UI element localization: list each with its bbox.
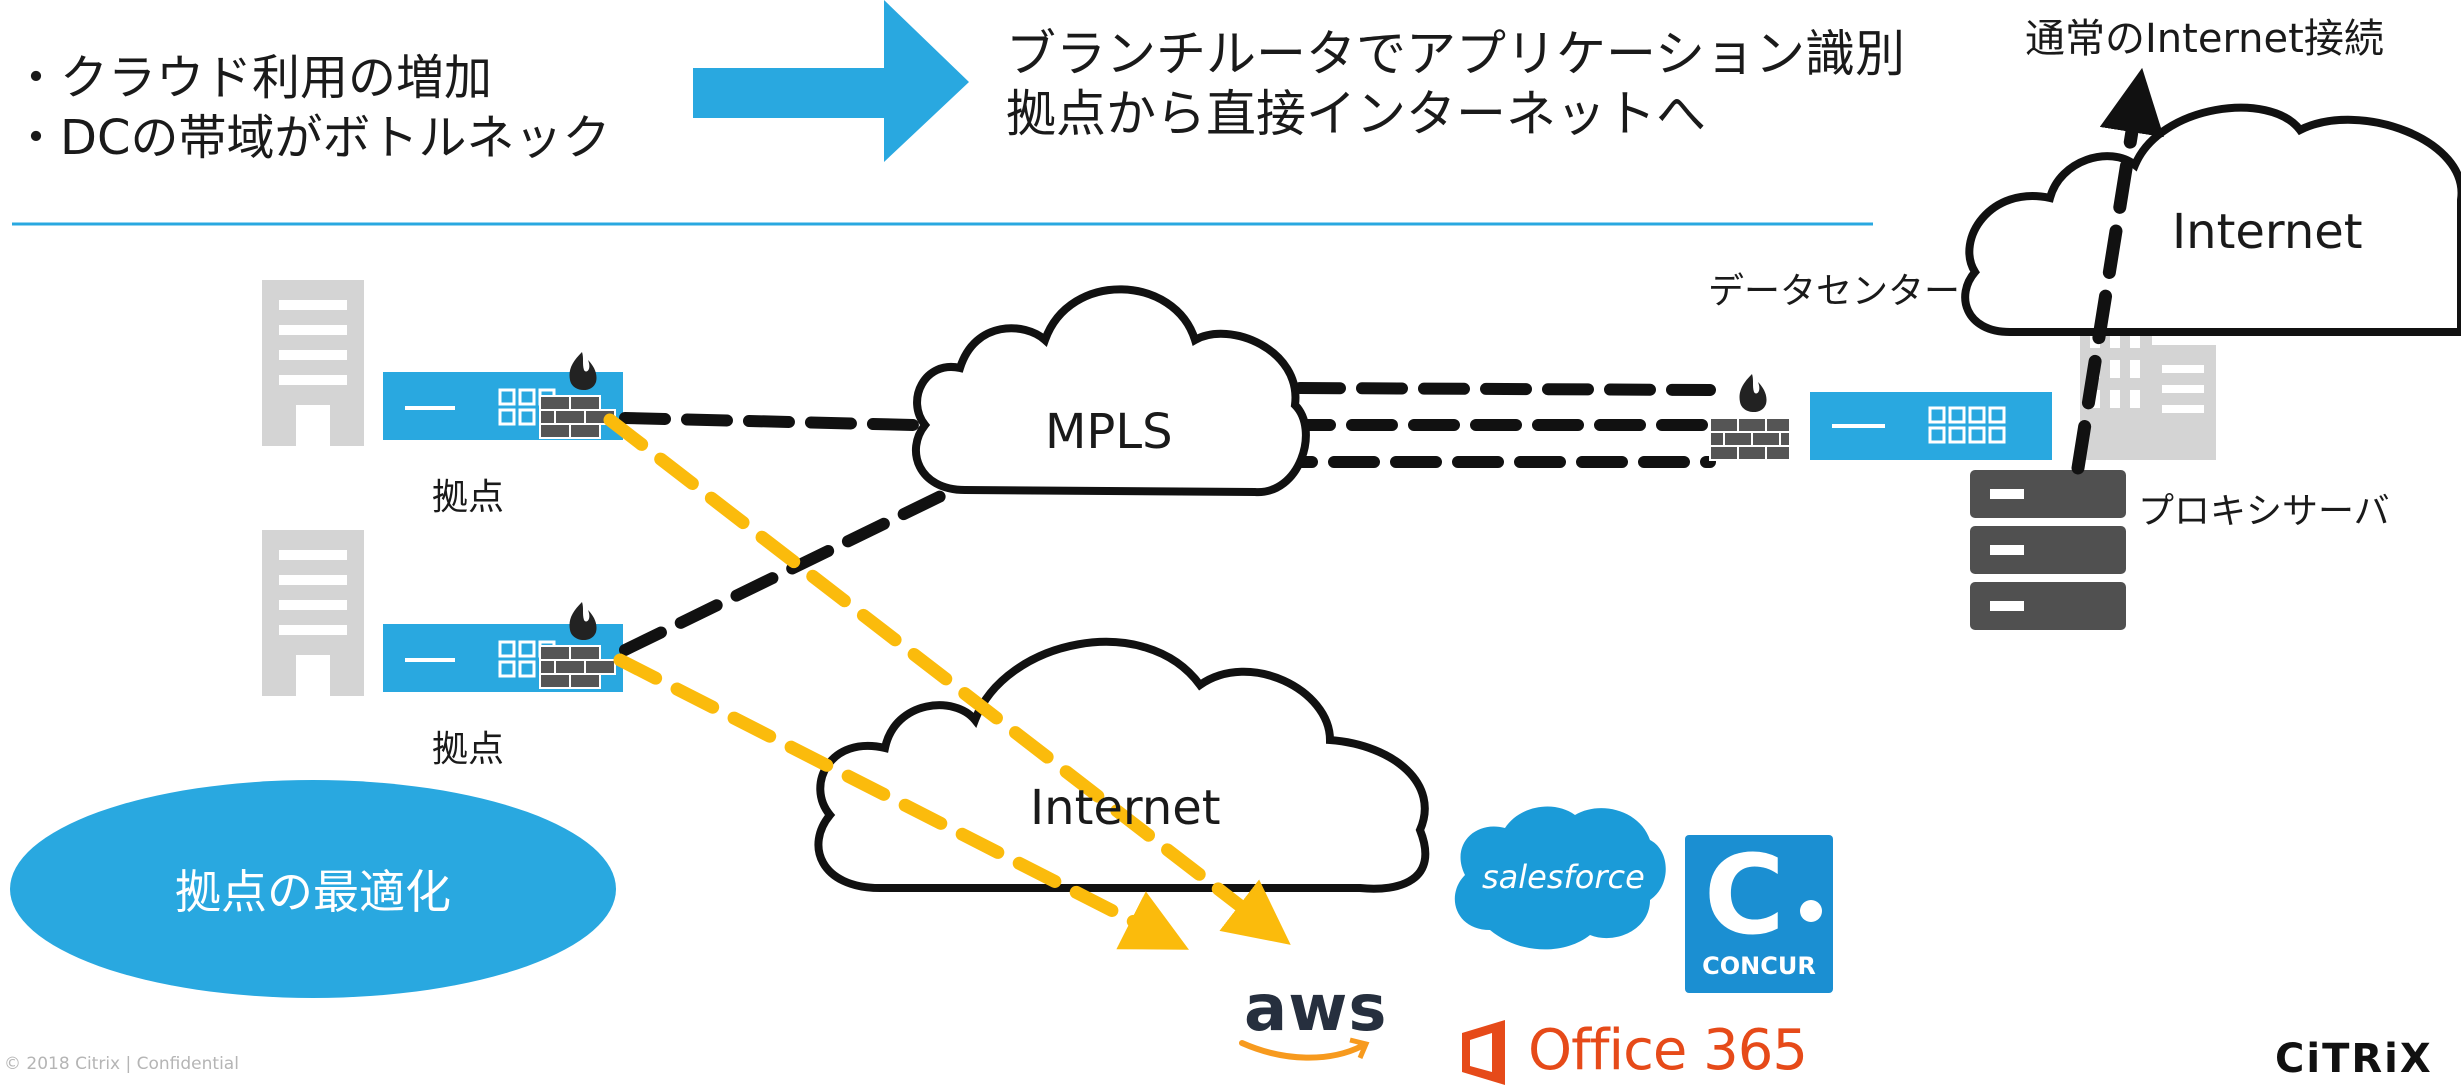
salesforce-logo-text: salesforce (1482, 858, 1645, 896)
mpls-cloud (912, 285, 1310, 497)
concur-logo (1685, 835, 1833, 993)
citrix-logo: CiTRiX (2275, 1036, 2433, 1082)
proxy-server-icon (1970, 470, 2126, 630)
concur-logo-text: CONCUR (1702, 952, 1816, 980)
aws-logo-text: aws (1244, 972, 1388, 1046)
concur-logo-letter: C (1704, 831, 1785, 959)
internet-bottom-label: Internet (1030, 780, 1221, 836)
bullet-dc-bottleneck: ・DCの帯域がボトルネック (12, 110, 611, 166)
datacenter-firewall-icon (1709, 374, 1791, 461)
branch-label-1: 拠点 (432, 477, 505, 518)
office-logo-mark (1462, 1020, 1505, 1085)
firewall-icon-2 (539, 602, 616, 689)
salesforce-logo-cloud (1454, 806, 1666, 950)
headline-line-2: 拠点から直接インターネットへ (1006, 85, 1706, 143)
mpls-label: MPLS (1045, 404, 1173, 460)
normal-internet-label: 通常のInternet接続 (2025, 16, 2384, 62)
building-icon-1 (262, 280, 364, 446)
office365-logo-text: Office 365 (1528, 1018, 1808, 1083)
datacenter-router (1810, 392, 2052, 460)
branch-optimization-ellipse: 拠点の最適化 (10, 780, 616, 998)
concur-logo-dot (1800, 900, 1822, 922)
internet-direct-arrow (2071, 67, 2164, 475)
datacenter-label: データセンター (1708, 271, 1961, 312)
branch-label-2: 拠点 (432, 729, 505, 770)
headline-line-1: ブランチルータでアプリケーション識別 (1006, 25, 1905, 83)
internet-top-label: Internet (2172, 204, 2363, 260)
big-arrow-shape (693, 0, 969, 162)
aws-logo-smile (1239, 1040, 1365, 1061)
building-icon-2 (262, 530, 364, 696)
bullet-cloud-usage: ・クラウド利用の増加 (12, 50, 493, 106)
internet-cloud-bottom (814, 637, 1430, 893)
proxy-server-label: プロキシサーバ (2138, 491, 2390, 532)
footer-copyright: © 2018 Citrix | Confidential (4, 1054, 239, 1074)
